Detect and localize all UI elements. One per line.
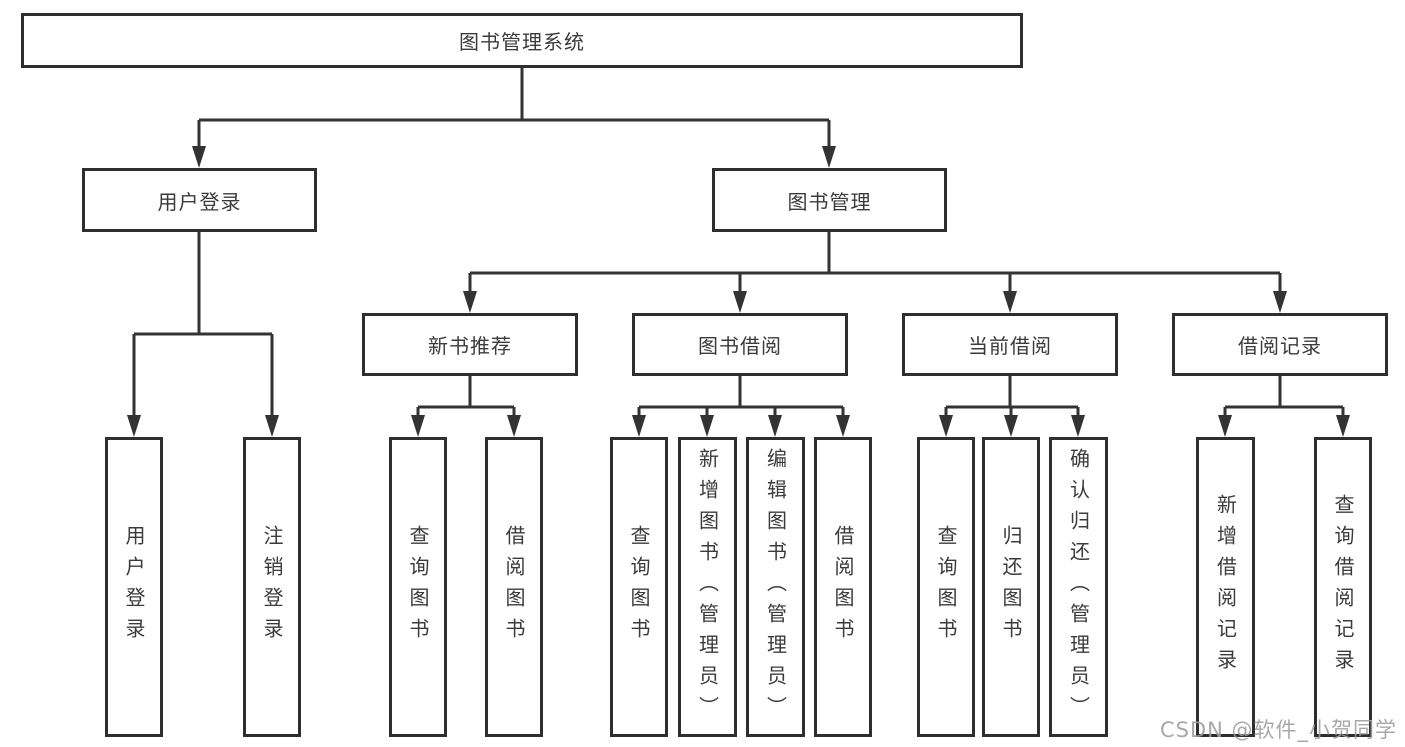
- leaf-query-books-recommend: 查询图书: [389, 437, 447, 737]
- node-current-borrow: 当前借阅: [902, 313, 1118, 376]
- node-new-book-recommend: 新书推荐: [362, 313, 578, 376]
- arrowheads: [127, 146, 1350, 437]
- leaf-confirm-return-admin: 确认归还（管理员）: [1049, 437, 1108, 737]
- leaf-edit-books-admin: 编辑图书（管理员）: [746, 437, 805, 737]
- node-book-management: 图书管理: [712, 168, 947, 232]
- leaf-query-borrow-record: 查询借阅记录: [1314, 437, 1372, 737]
- node-borrow-record: 借阅记录: [1172, 313, 1388, 376]
- leaf-user-login: 用户登录: [105, 437, 163, 737]
- leaf-query-books-current: 查询图书: [917, 437, 975, 737]
- node-user-login: 用户登录: [82, 168, 317, 232]
- node-root-system: 图书管理系统: [21, 13, 1023, 68]
- csdn-watermark: CSDN @软件_小贺同学: [1160, 718, 1398, 742]
- leaf-logout: 注销登录: [243, 437, 301, 737]
- leaf-add-books-admin: 新增图书（管理员）: [678, 437, 737, 737]
- leaf-borrow-books-recommend: 借阅图书: [485, 437, 543, 737]
- node-book-borrow: 图书借阅: [632, 313, 848, 376]
- leaf-query-books-borrow: 查询图书: [610, 437, 668, 737]
- leaf-add-borrow-record: 新增借阅记录: [1196, 437, 1255, 737]
- leaf-return-books: 归还图书: [982, 437, 1040, 737]
- leaf-borrow-books: 借阅图书: [814, 437, 872, 737]
